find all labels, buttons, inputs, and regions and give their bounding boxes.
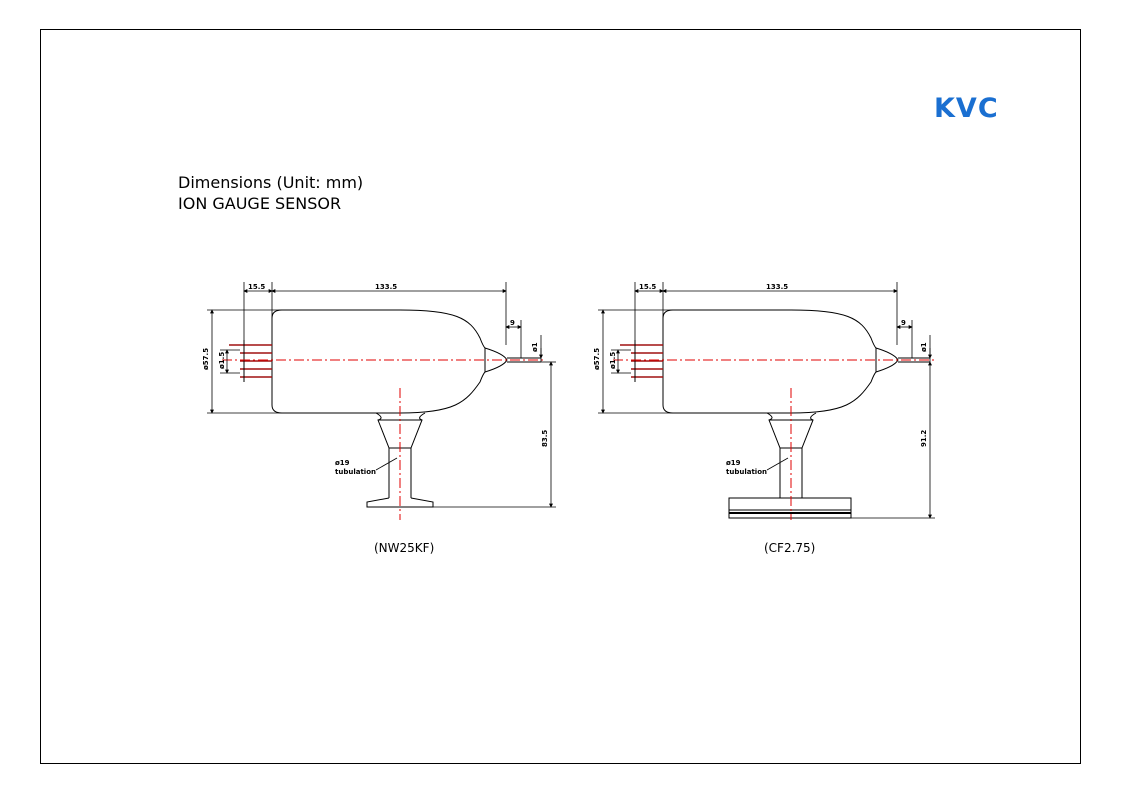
dim-tip-dia: ø1 bbox=[531, 342, 539, 352]
tubulation-label: tubulation bbox=[726, 468, 767, 476]
tubulation-label: tubulation bbox=[335, 468, 376, 476]
caption-nw25kf: (NW25KF) bbox=[374, 541, 434, 555]
caption-cf275: (CF2.75) bbox=[764, 541, 815, 555]
tubulation-dia-label: ø19 bbox=[335, 459, 350, 467]
title-line-dimensions: Dimensions (Unit: mm) bbox=[178, 173, 364, 192]
drawing-title: Dimensions (Unit: mm) ION GAUGE SENSOR bbox=[178, 172, 363, 214]
dim-body-length: 133.5 bbox=[375, 283, 397, 291]
dim-pin-depth: 15.5 bbox=[248, 283, 265, 291]
dim-tip-dia: ø1 bbox=[920, 342, 928, 352]
view-nw25kf: 15.5 133.5 9 ø1 ø57.5 ø1.5 83.5 ø19 tubu… bbox=[202, 282, 556, 555]
dim-tip-length: 9 bbox=[510, 319, 515, 327]
dim-pin-depth: 15.5 bbox=[639, 283, 656, 291]
nw25kf-flange bbox=[366, 497, 434, 508]
drawing-frame bbox=[40, 29, 1081, 764]
cf275-flange bbox=[728, 497, 852, 519]
gauge-pins bbox=[229, 344, 272, 378]
dim-height: 91.2 bbox=[920, 430, 928, 447]
title-line-product: ION GAUGE SENSOR bbox=[178, 194, 342, 213]
tubulation-dia-label: ø19 bbox=[726, 459, 741, 467]
kvc-logo: KVC bbox=[934, 93, 999, 124]
view-cf275: 15.5 133.5 9 ø1 ø57.5 ø1.5 91.2 ø19 tubu… bbox=[593, 282, 935, 555]
dim-body-dia: ø57.5 bbox=[593, 348, 601, 370]
dim-height: 83.5 bbox=[541, 430, 549, 447]
dim-pin-pitch: ø1.5 bbox=[609, 352, 617, 369]
gauge-body-outline bbox=[662, 309, 877, 414]
dim-body-length: 133.5 bbox=[766, 283, 788, 291]
dim-body-dia: ø57.5 bbox=[202, 348, 210, 370]
gauge-pins bbox=[620, 344, 663, 378]
gauge-body-outline bbox=[271, 309, 486, 414]
dim-tip-length: 9 bbox=[901, 319, 906, 327]
dim-pin-pitch: ø1.5 bbox=[218, 352, 226, 369]
